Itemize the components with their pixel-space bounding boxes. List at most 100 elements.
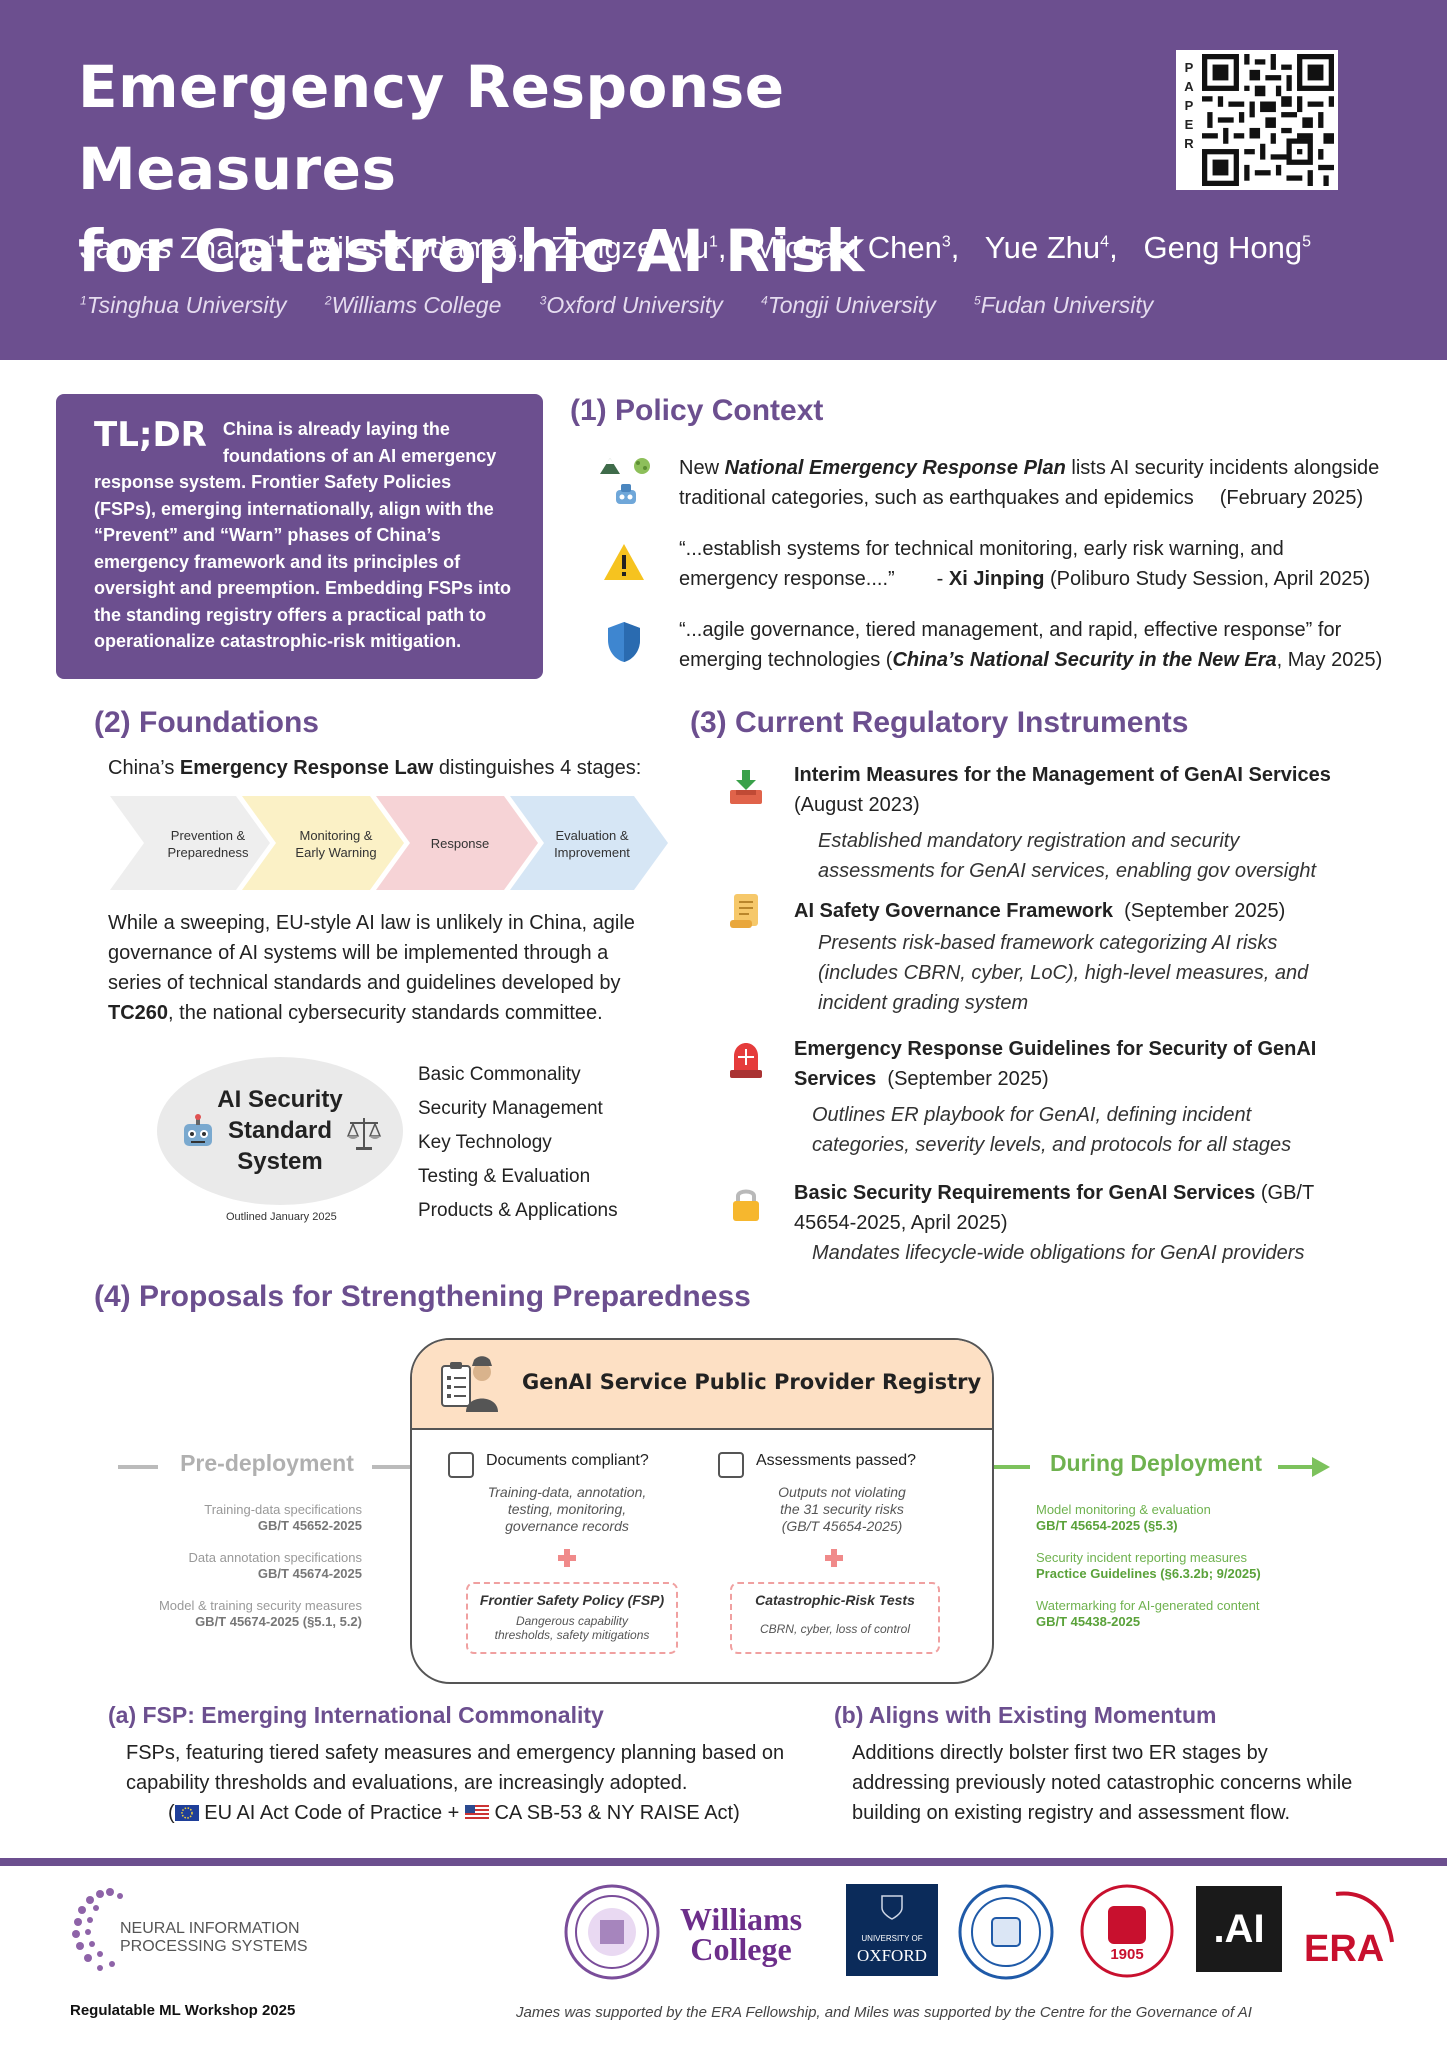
scroll-icon: [730, 894, 758, 928]
govai-logo: .AI: [1196, 1886, 1282, 1972]
hazards-icon: [600, 458, 650, 504]
affiliation: 2Williams College: [324, 292, 502, 318]
proposals-heading: (4) Proposals for Strengthening Prepared…: [94, 1280, 751, 1313]
affiliation: 5Fudan University: [974, 292, 1154, 318]
momentum-paragraph: Additions directly bolster first two ER …: [852, 1742, 1353, 1824]
tongji-seal-logo: [958, 1884, 1054, 1980]
stage-label: Monitoring &: [300, 828, 373, 843]
assessments-passed-label: Assessments passed?: [756, 1452, 917, 1469]
regulatory-heading: (3) Current Regulatory Instruments: [690, 706, 1189, 739]
list-item: Security Management: [418, 1098, 603, 1119]
policy-item-2: “...establish systems for technical moni…: [679, 538, 1371, 590]
standard-system-title: AI Security Standard System: [217, 1086, 343, 1175]
stage-monitoring-chevron: [242, 796, 404, 890]
foundations-intro: China’s Emergency Response Law distingui…: [108, 757, 642, 779]
era-logo: ERA: [1296, 1884, 1396, 1976]
fudan-seal-logo: 1905: [1080, 1884, 1174, 1978]
author: Michael Chen3,: [752, 230, 960, 265]
robot-icon: [184, 1114, 212, 1146]
during-deployment-label: During Deployment: [1049, 1450, 1263, 1476]
foundations-heading: (2) Foundations: [94, 706, 319, 739]
documents-compliant-checkbox[interactable]: [448, 1452, 474, 1478]
footer-divider: [0, 1858, 1447, 1866]
fudan-seal-icon: [1080, 1884, 1174, 1978]
era-swoosh-icon: [1335, 1891, 1394, 1943]
tldr-text: China is already laying the foundations …: [94, 419, 512, 651]
us-flag-icon: [464, 1805, 489, 1821]
list-item: Testing & Evaluation: [418, 1166, 591, 1187]
regulatory-item-1: Interim Measures for the Management of G…: [794, 764, 1331, 882]
momentum-subheading: (b) Aligns with Existing Momentum: [834, 1702, 1217, 1728]
stage-label: Prevention &: [171, 828, 246, 843]
oxford-crest-icon: [881, 1895, 903, 1920]
acknowledgement: James was supported by the ERA Fellowshi…: [516, 2004, 1252, 2021]
regulatory-item-3: Emergency Response Guidelines for Securi…: [794, 1038, 1317, 1156]
stage-label: Early Warning: [295, 845, 376, 860]
poster-title: Emergency Response Measures for Catastro…: [78, 46, 1098, 292]
foundations-paragraph: While a sweeping, EU-style AI law is unl…: [108, 912, 635, 1024]
stage-label: Response: [431, 836, 490, 851]
alarm-siren-icon: [730, 1043, 762, 1078]
author: Zongze Wu1,: [551, 230, 727, 265]
warning-icon: [604, 544, 644, 580]
documents-compliant-desc: Training-data, annotation,testing, monit…: [487, 1484, 647, 1534]
pre-deployment-label: Pre-deployment: [180, 1450, 354, 1476]
catastrophic-risk-tests-box: Catastrophic-Risk Tests CBRN, cyber, los…: [730, 1582, 940, 1654]
stage-label: Preparedness: [168, 845, 249, 860]
standard-system-list: Basic Commonality Security Management Ke…: [418, 1058, 618, 1228]
regulatory-item-2: AI Safety Governance Framework (Septembe…: [794, 900, 1309, 1014]
affiliation: 1Tsinghua University: [80, 292, 287, 318]
workshop-label: Regulatable ML Workshop 2025: [70, 2002, 296, 2019]
author: Geng Hong5: [1143, 230, 1312, 265]
standard-system-ellipse: [157, 1057, 403, 1205]
registry-header: [412, 1340, 992, 1430]
stage-prevention-chevron: [110, 796, 270, 890]
title-line-1: Emergency Response Measures: [78, 53, 785, 203]
policy-context-heading: (1) Policy Context: [570, 394, 824, 427]
plus-icon: [825, 1549, 843, 1567]
lock-icon: [733, 1189, 759, 1221]
tsinghua-seal-logo: [564, 1884, 660, 1980]
during-deployment-lines: [994, 1457, 1330, 1477]
author: James Zhang1,: [80, 230, 286, 265]
fsp-subheading: (a) FSP: Emerging International Commonal…: [108, 1702, 604, 1728]
shield-icon: [608, 622, 640, 662]
documents-compliant-label: Documents compliant?: [486, 1452, 649, 1469]
affiliation: 3Oxford University: [539, 292, 723, 318]
list-item: Products & Applications: [418, 1200, 618, 1221]
author-list: James Zhang1, Miles Kodama2, Zongze Wu1,…: [80, 230, 1311, 266]
stages-chevron-diagram: Prevention & Preparedness Monitoring & E…: [110, 796, 668, 890]
affiliation: 4Tongji University: [761, 292, 936, 318]
author: Yue Zhu4,: [984, 230, 1118, 265]
inspector-icon: [441, 1356, 498, 1412]
list-item: Basic Commonality: [418, 1064, 581, 1085]
provider-registry-box: GenAI Service Public Provider Registry D…: [410, 1338, 994, 1684]
policy-item-1: New National Emergency Response Plan lis…: [679, 457, 1380, 509]
tldr-box: TL;DR China is already laying the founda…: [56, 394, 543, 679]
affiliation-list: 1Tsinghua University 2Williams College 3…: [80, 292, 1153, 319]
download-tray-icon: [730, 770, 762, 804]
neurips-dots-logo: [72, 1888, 123, 1971]
plus-icon: [558, 1549, 576, 1567]
registry-title: GenAI Service Public Provider Registry: [522, 1370, 982, 1394]
assessments-passed-checkbox[interactable]: [718, 1452, 744, 1478]
stage-evaluation-chevron: [510, 796, 668, 890]
stage-label: Evaluation &: [556, 828, 629, 843]
title-line-2: for Catastrophic AI Risk: [78, 217, 865, 285]
eu-flag-icon: [174, 1805, 199, 1821]
fsp-box: Frontier Safety Policy (FSP) Dangerous c…: [466, 1582, 678, 1654]
list-item: Key Technology: [418, 1132, 552, 1153]
pre-deployment-lines: [118, 1465, 412, 1469]
qr-code-icon[interactable]: [1202, 54, 1334, 186]
policy-item-3: “...agile governance, tiered management,…: [679, 619, 1383, 671]
